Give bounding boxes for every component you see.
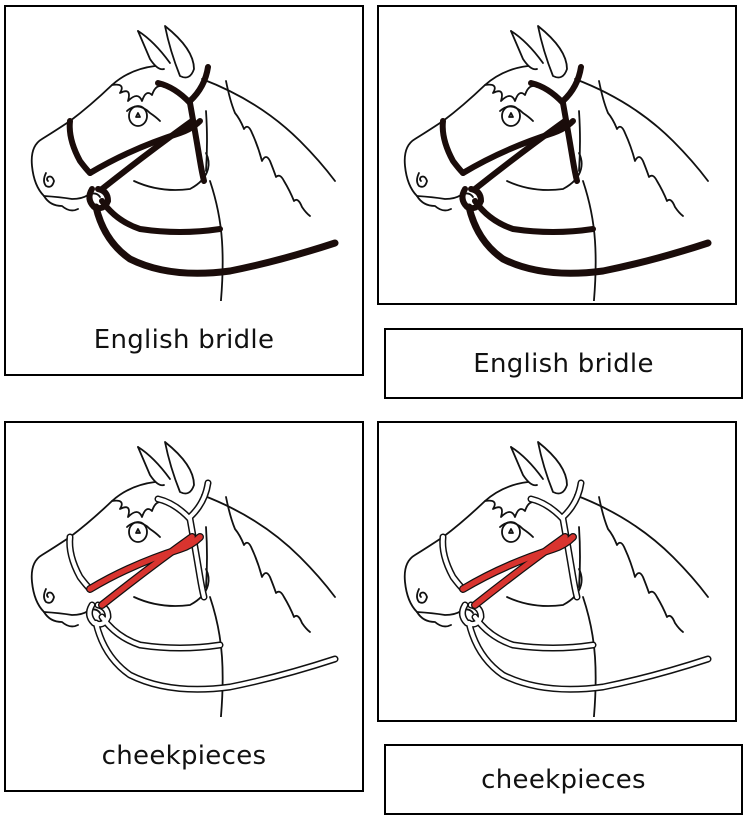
card-label: cheekpieces (101, 741, 267, 771)
picture-card-cheekpieces (377, 421, 737, 722)
horse-cheekpieces-illustration (30, 437, 340, 717)
horse-head-icon (30, 441, 340, 717)
card-label: cheekpieces (481, 764, 646, 795)
horse-cheekpieces-illustration (403, 437, 713, 717)
horse-english-bridle-illustration (403, 21, 713, 301)
control-card-english-bridle: English bridle (4, 5, 364, 376)
card-label: English bridle (473, 348, 654, 379)
horse-head-icon (403, 25, 713, 301)
label-card-english-bridle: English bridle (384, 328, 743, 399)
label-card-cheekpieces: cheekpieces (384, 744, 743, 815)
horse-head-icon (30, 25, 340, 301)
horse-head-icon (403, 441, 713, 717)
control-card-cheekpieces: cheekpieces (4, 421, 364, 792)
card-label: English bridle (93, 325, 275, 355)
horse-english-bridle-illustration (30, 21, 340, 301)
picture-card-english-bridle (377, 5, 737, 305)
